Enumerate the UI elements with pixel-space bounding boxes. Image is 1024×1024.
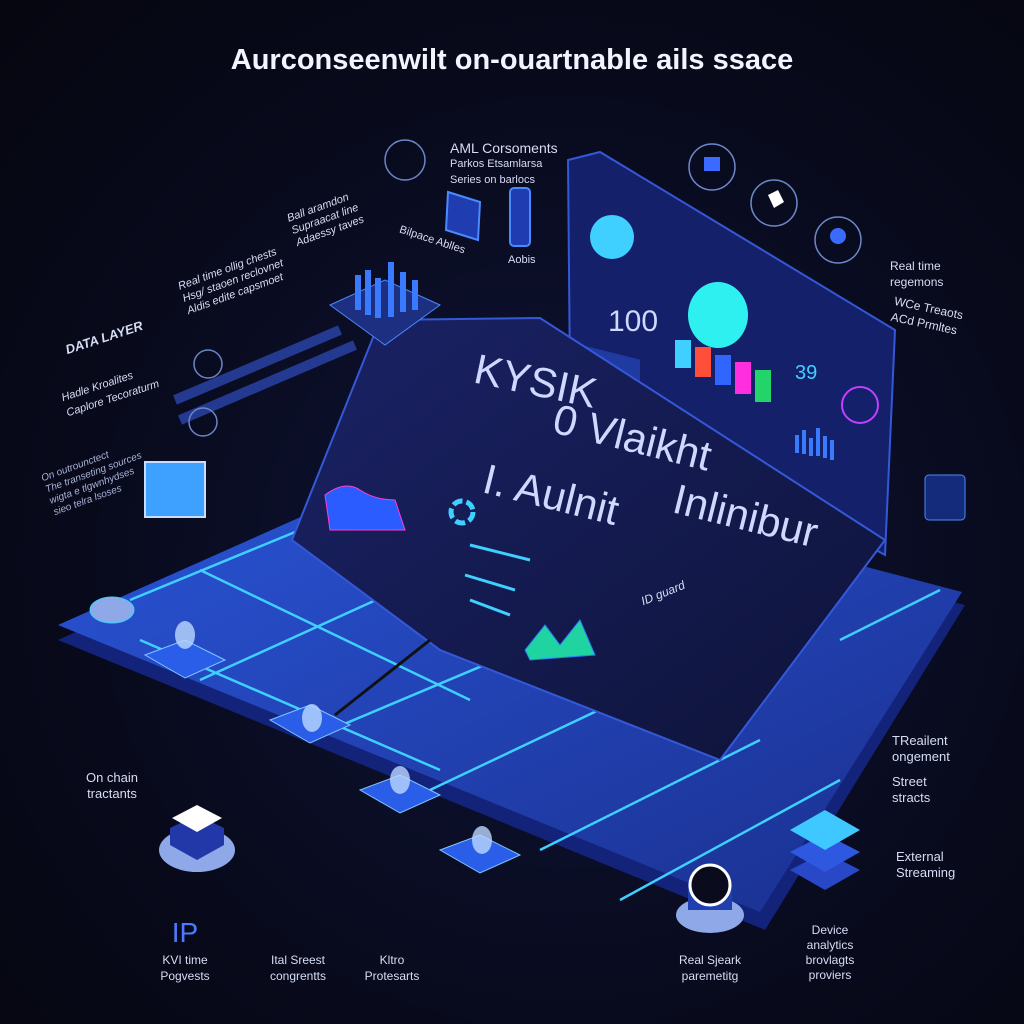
arrow <box>334 638 431 717</box>
page-title: Aurconseenwilt on-ouartnable ails ssace <box>230 44 794 76</box>
fingerprint-icon <box>841 386 879 424</box>
metric-value: 39 <box>795 362 818 384</box>
mini-bar-chart <box>795 428 834 460</box>
hand-icon <box>750 179 798 227</box>
flow-lines <box>129 528 941 902</box>
layers-icon <box>790 810 860 890</box>
area-chart-2 <box>524 619 596 661</box>
chart-icon <box>384 139 426 181</box>
user-avatar <box>590 215 634 259</box>
side-card <box>924 474 966 521</box>
database-icon <box>676 863 744 933</box>
device-label-2: Aobis <box>508 254 536 266</box>
file-box <box>144 461 206 518</box>
arrow-down-icon <box>193 349 223 379</box>
phone-icon <box>509 187 531 247</box>
color-bars <box>675 340 771 402</box>
lock-icon <box>688 143 736 191</box>
node-disc <box>89 596 135 624</box>
document-icon <box>444 190 482 242</box>
score-value: 100 <box>608 305 659 338</box>
user-icon <box>814 216 862 264</box>
stack-icon <box>159 805 235 872</box>
pie-blob <box>688 282 748 348</box>
area-chart <box>324 485 406 531</box>
arrow-out-icon <box>188 407 218 437</box>
ip-glyph: IP <box>171 917 199 948</box>
